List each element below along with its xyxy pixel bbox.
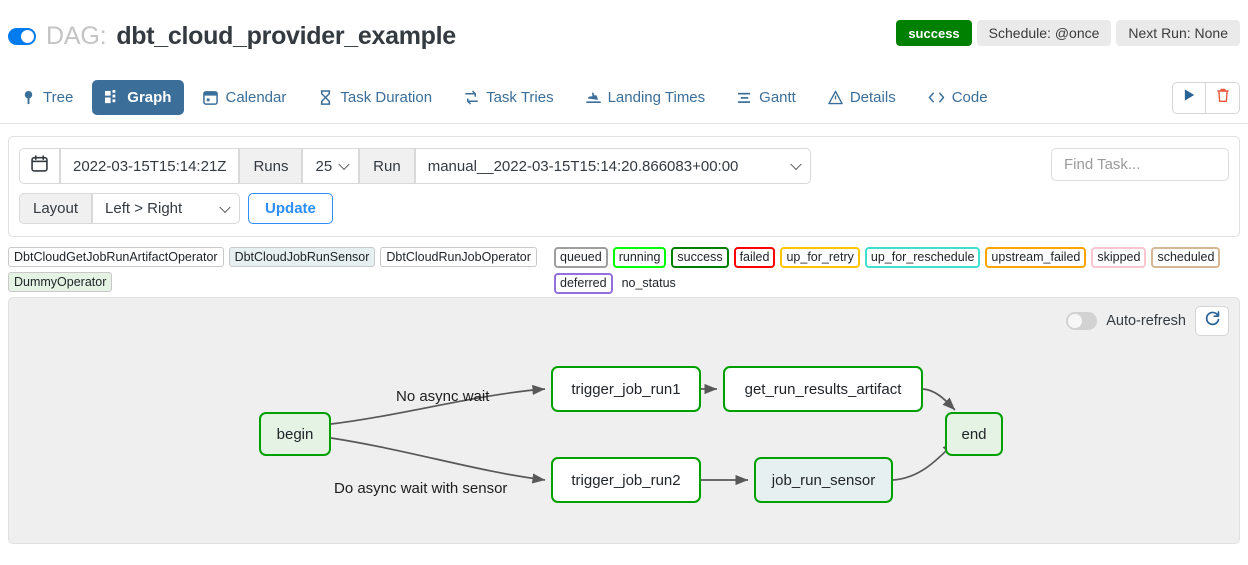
status-chip-running[interactable]: running bbox=[612, 247, 667, 268]
status-chip-skipped[interactable]: skipped bbox=[1091, 247, 1147, 268]
graph-node-trigger-job-run2[interactable]: trigger_job_run2 bbox=[551, 457, 701, 503]
code-brackets-icon bbox=[928, 90, 945, 105]
graph-node-get-run-results-artifact[interactable]: get_run_results_artifact bbox=[723, 366, 923, 412]
calendar-icon bbox=[203, 90, 219, 105]
status-chip-no-status[interactable]: no_status bbox=[617, 273, 682, 294]
tab-code-label: Code bbox=[951, 89, 988, 106]
operator-chip[interactable]: DummyOperator bbox=[8, 272, 113, 292]
graph-node-begin[interactable]: begin bbox=[259, 412, 331, 456]
dag-label: DAG: bbox=[46, 22, 107, 50]
status-chip-deferred[interactable]: deferred bbox=[554, 273, 613, 294]
delete-dag-button[interactable] bbox=[1206, 81, 1240, 114]
runs-select[interactable]: 25 bbox=[302, 148, 360, 184]
header-badges: success Schedule: @once Next Run: None bbox=[896, 20, 1240, 46]
execution-date-group: 2022-03-15T15:14:21Z Runs 25 Run manual_… bbox=[19, 148, 811, 184]
status-legend: queued running success failed up_for_ret… bbox=[554, 247, 1242, 294]
layout-group: Layout Left > Right bbox=[19, 193, 241, 224]
pause-toggle-icon[interactable] bbox=[8, 28, 36, 45]
refresh-icon bbox=[1204, 310, 1221, 332]
find-task-input[interactable]: Find Task... bbox=[1051, 148, 1229, 181]
update-button[interactable]: Update bbox=[248, 193, 333, 224]
calendar-picker-button[interactable] bbox=[19, 148, 60, 184]
status-chip-up-for-retry[interactable]: up_for_retry bbox=[780, 247, 860, 268]
status-chip-success[interactable]: success bbox=[671, 247, 729, 268]
graph-icon bbox=[105, 90, 120, 105]
graph-node-job-run-sensor[interactable]: job_run_sensor bbox=[754, 457, 893, 503]
operator-legend: DbtCloudGetJobRunArtifactOperator DbtClo… bbox=[8, 247, 553, 292]
tab-tree-label: Tree bbox=[43, 89, 74, 106]
play-icon bbox=[1183, 88, 1196, 107]
tab-task-tries-label: Task Tries bbox=[486, 89, 554, 106]
graph-node-end[interactable]: end bbox=[945, 412, 1003, 456]
landing-plane-icon bbox=[585, 90, 601, 105]
execution-date-input[interactable]: 2022-03-15T15:14:21Z bbox=[60, 148, 240, 184]
tab-task-tries[interactable]: Task Tries bbox=[451, 80, 567, 115]
page-header: DAG: dbt_cloud_provider_example success … bbox=[0, 0, 1248, 72]
next-run-badge: Next Run: None bbox=[1116, 20, 1240, 46]
tab-task-duration-label: Task Duration bbox=[340, 89, 433, 106]
dag-title: DAG: dbt_cloud_provider_example bbox=[8, 22, 456, 51]
retry-icon bbox=[464, 90, 479, 105]
graph-node-trigger-job-run1[interactable]: trigger_job_run1 bbox=[551, 366, 701, 412]
tab-details[interactable]: Details bbox=[815, 80, 909, 115]
run-label: Run bbox=[359, 148, 415, 184]
refresh-button[interactable] bbox=[1195, 306, 1229, 336]
tab-landing-times-label: Landing Times bbox=[607, 89, 706, 106]
operator-chip[interactable]: DbtCloudRunJobOperator bbox=[380, 247, 537, 267]
status-badge: success bbox=[896, 20, 972, 46]
status-chip-scheduled[interactable]: scheduled bbox=[1151, 247, 1221, 268]
graph-edges bbox=[330, 383, 956, 486]
legends: DbtCloudGetJobRunArtifactOperator DbtClo… bbox=[6, 247, 1242, 294]
tab-details-label: Details bbox=[849, 89, 896, 106]
view-tabs: Tree Graph Calendar Task Duration Task T… bbox=[0, 72, 1248, 124]
status-chip-up-for-reschedule[interactable]: up_for_reschedule bbox=[864, 247, 981, 268]
tab-gantt-label: Gantt bbox=[759, 89, 796, 106]
trigger-dag-button[interactable] bbox=[1172, 81, 1206, 114]
tab-gantt[interactable]: Gantt bbox=[724, 80, 809, 115]
tab-code[interactable]: Code bbox=[915, 80, 1001, 115]
run-select[interactable]: manual__2022-03-15T15:14:20.866083+00:00 bbox=[414, 148, 811, 184]
gantt-icon bbox=[737, 90, 752, 105]
edge-label-no-async-wait: No async wait bbox=[396, 388, 490, 405]
tab-graph[interactable]: Graph bbox=[92, 80, 185, 115]
tab-landing-times[interactable]: Landing Times bbox=[573, 80, 719, 115]
operator-chip[interactable]: DbtCloudGetJobRunArtifactOperator bbox=[8, 247, 224, 267]
tree-icon bbox=[21, 90, 36, 105]
runs-label: Runs bbox=[239, 148, 303, 184]
refresh-controls: Auto-refresh bbox=[1066, 306, 1229, 336]
dag-actions bbox=[1172, 81, 1240, 114]
auto-refresh-label: Auto-refresh bbox=[1106, 313, 1186, 329]
hourglass-icon bbox=[318, 90, 333, 105]
status-chip-upstream-failed[interactable]: upstream_failed bbox=[985, 247, 1087, 268]
auto-refresh-toggle[interactable] bbox=[1066, 312, 1098, 330]
layout-select[interactable]: Left > Right bbox=[92, 193, 241, 224]
warning-triangle-icon bbox=[828, 90, 843, 105]
tab-calendar[interactable]: Calendar bbox=[190, 80, 299, 115]
filter-row-layout: Layout Left > Right Update bbox=[19, 193, 1229, 224]
dag-name: dbt_cloud_provider_example bbox=[116, 22, 456, 50]
tab-tree[interactable]: Tree bbox=[8, 80, 86, 115]
operator-chip[interactable]: DbtCloudJobRunSensor bbox=[228, 247, 376, 267]
filter-toolbar: 2022-03-15T15:14:21Z Runs 25 Run manual_… bbox=[8, 136, 1240, 237]
edge-label-do-async-wait: Do async wait with sensor bbox=[334, 480, 508, 497]
filter-row-primary: 2022-03-15T15:14:21Z Runs 25 Run manual_… bbox=[19, 148, 1229, 184]
layout-label: Layout bbox=[19, 193, 93, 224]
tab-graph-label: Graph bbox=[127, 89, 172, 106]
tab-calendar-label: Calendar bbox=[225, 89, 287, 106]
trash-icon bbox=[1216, 88, 1230, 108]
status-chip-failed[interactable]: failed bbox=[733, 247, 776, 268]
calendar-icon bbox=[31, 155, 48, 177]
dag-graph-canvas[interactable]: Auto-refresh begin trigger_job_run1 bbox=[8, 297, 1240, 544]
tab-task-duration[interactable]: Task Duration bbox=[305, 80, 445, 115]
schedule-badge[interactable]: Schedule: @once bbox=[976, 20, 1112, 46]
status-chip-queued[interactable]: queued bbox=[554, 247, 608, 268]
